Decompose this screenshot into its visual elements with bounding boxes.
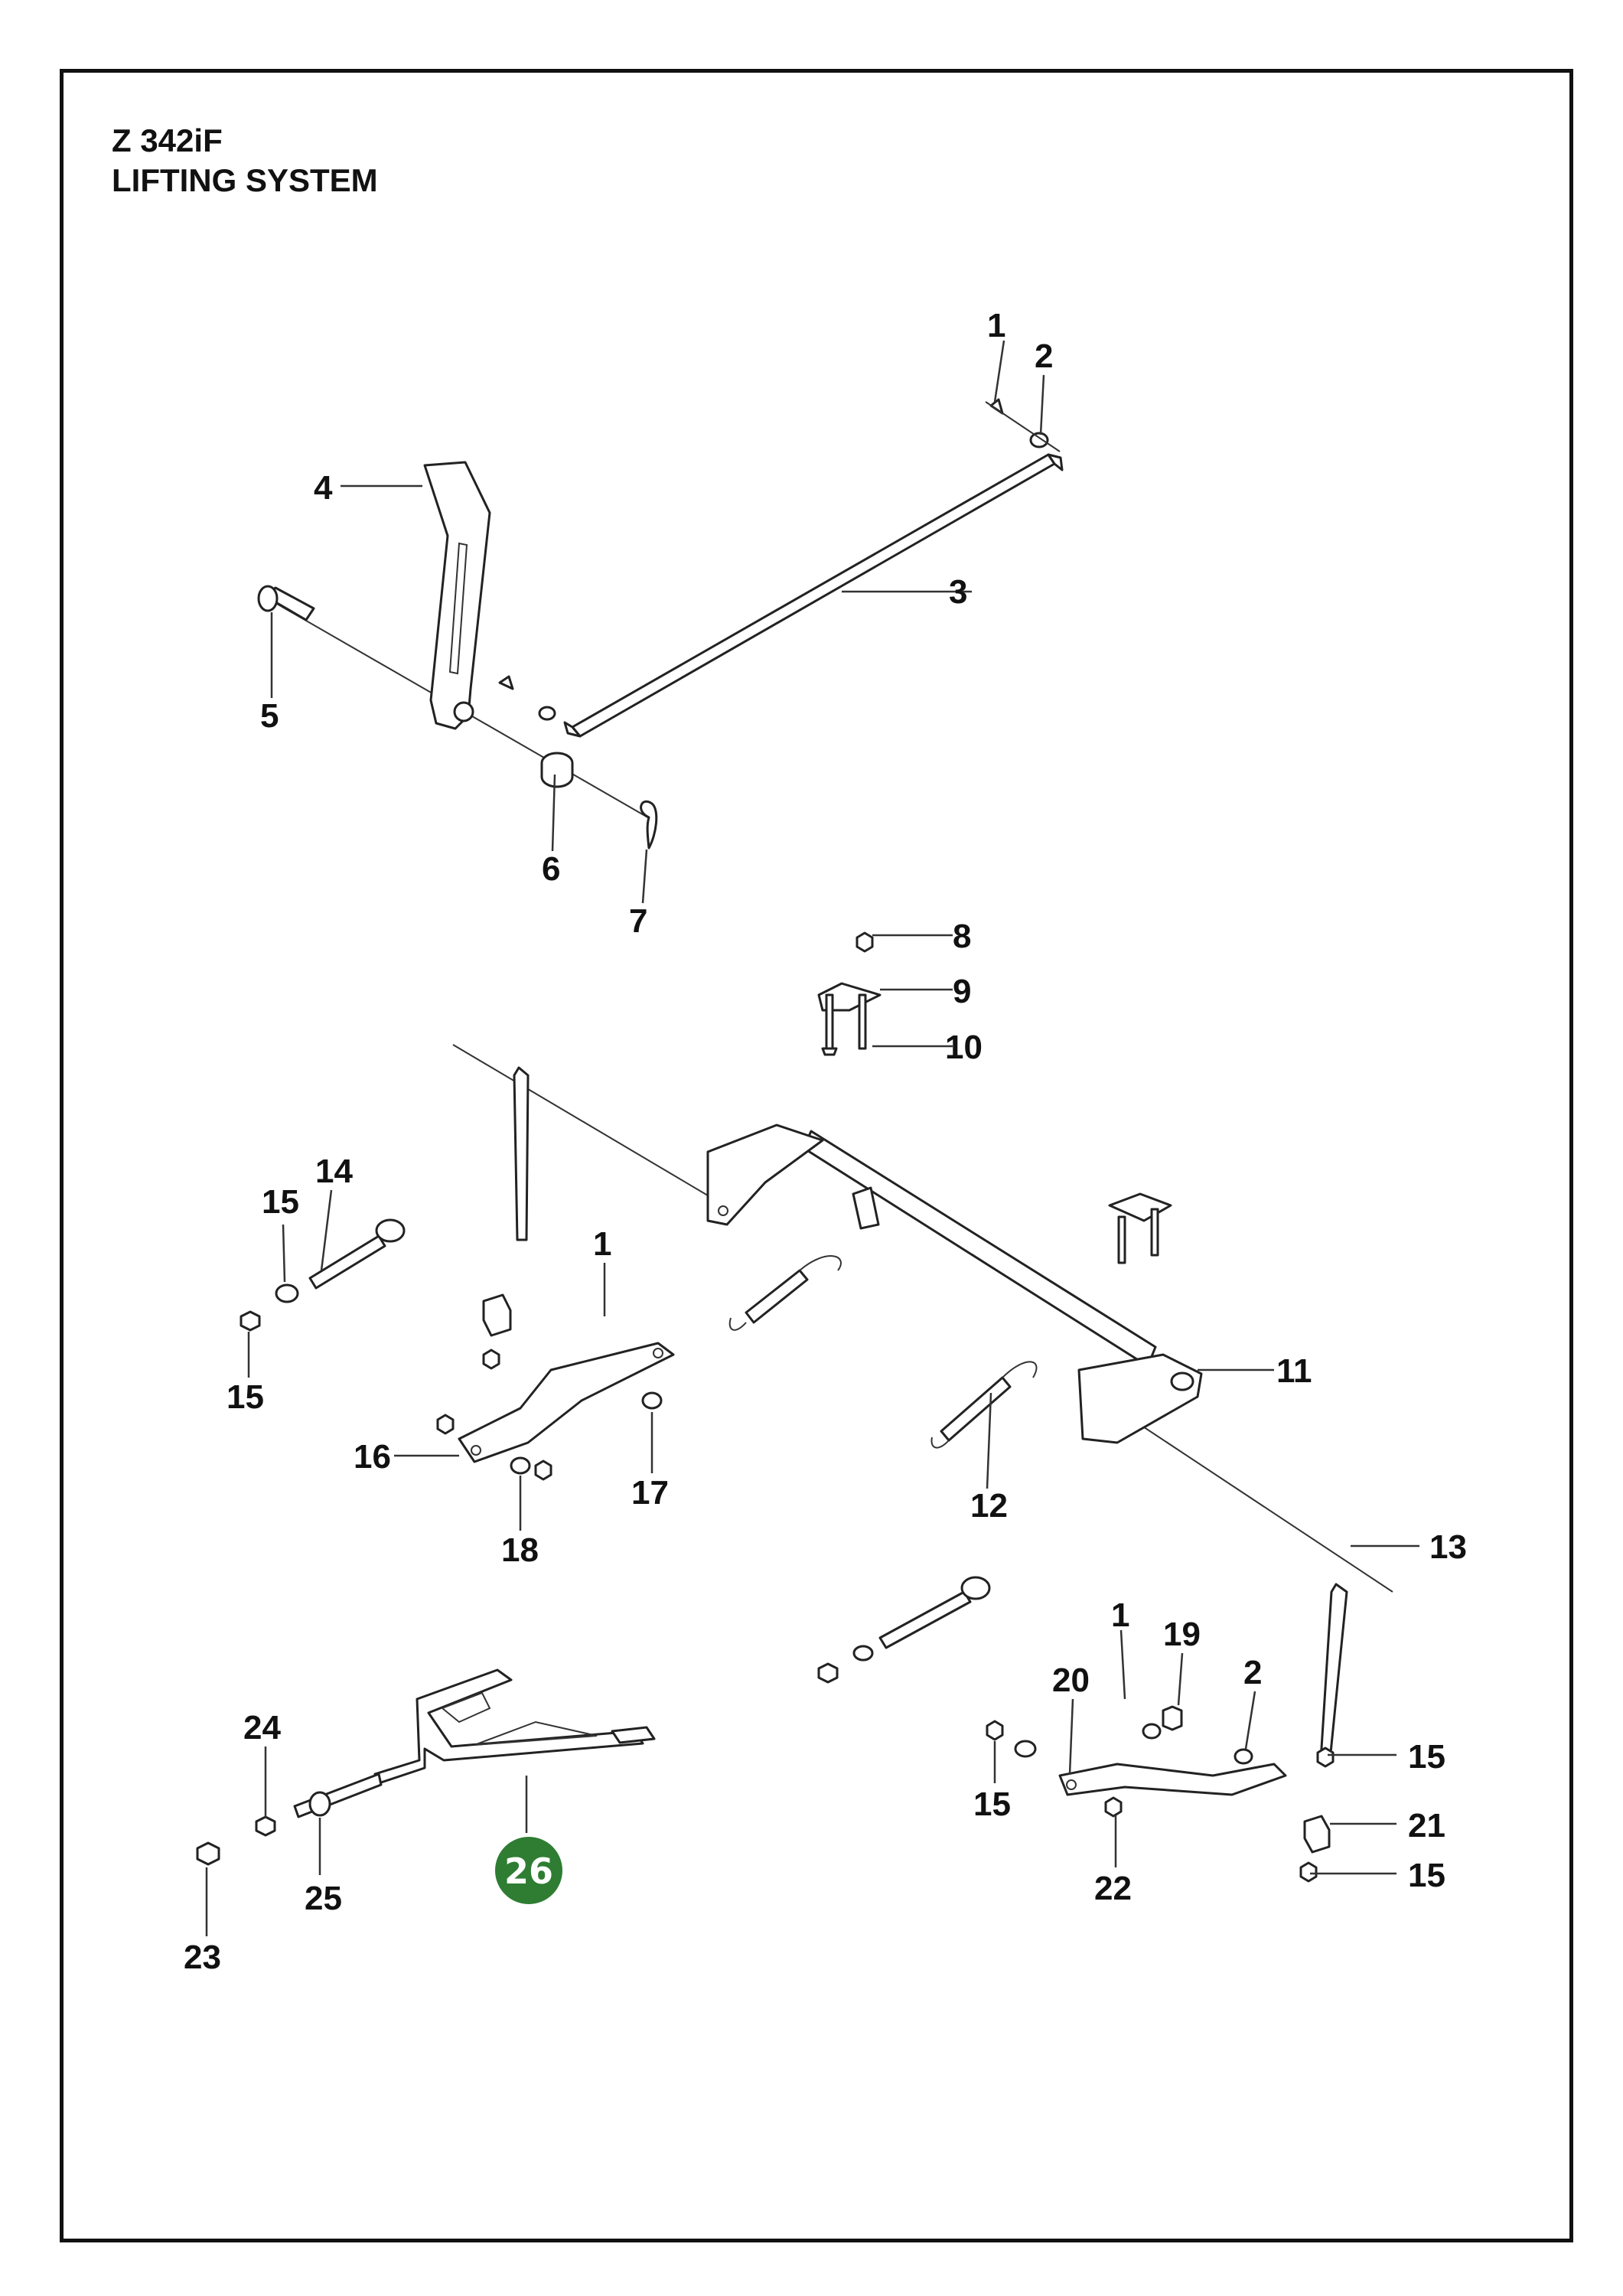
eye-bolt-center: [878, 1590, 972, 1649]
lift-rod: [571, 453, 1056, 738]
model-title: Z 342iF: [112, 122, 223, 158]
highlight-badge-label: 26: [504, 1851, 553, 1892]
callout-13: 13: [1429, 1528, 1467, 1566]
callout-21: 21: [1408, 1807, 1445, 1844]
callout-15: 15: [973, 1786, 1011, 1823]
link-arm-right: [1058, 1763, 1287, 1796]
eye-bolt-left: [308, 1234, 386, 1290]
washer-25: [308, 1791, 331, 1817]
callout-24: 24: [243, 1709, 281, 1746]
deck-lift-handle: [373, 1668, 644, 1785]
callout-9: 9: [953, 973, 971, 1010]
callout-6: 6: [542, 850, 560, 888]
callout-16: 16: [354, 1438, 391, 1476]
callout-22: 22: [1094, 1870, 1132, 1907]
callout-15: 15: [262, 1183, 299, 1221]
callout-14: 14: [315, 1153, 353, 1190]
nut-23: [196, 1841, 220, 1866]
callout-1: 1: [593, 1225, 611, 1263]
j-rod-right: [1319, 1583, 1348, 1762]
callout-15: 15: [1408, 1738, 1445, 1776]
callout-25: 25: [305, 1880, 342, 1917]
callout-15: 15: [1408, 1857, 1445, 1894]
callout-5: 5: [260, 697, 279, 735]
callout-2: 2: [1243, 1654, 1262, 1691]
washer-17: [641, 1391, 663, 1410]
highlight-badge: [495, 1837, 562, 1904]
link-arm-left: [458, 1342, 675, 1463]
callout-18: 18: [501, 1531, 539, 1569]
lift-pedal: [423, 461, 491, 730]
callout-11: 11: [1276, 1352, 1312, 1390]
hairpin-clip: [640, 800, 658, 850]
callout-1: 1: [1111, 1596, 1129, 1634]
callout-23: 23: [184, 1939, 221, 1976]
callout-4: 4: [314, 469, 333, 507]
callout-10: 10: [945, 1029, 983, 1066]
lift-shaft: [802, 1130, 1157, 1368]
callout-2: 2: [1035, 338, 1053, 375]
section-title: LIFTING SYSTEM: [112, 162, 378, 198]
callout-3: 3: [949, 573, 967, 611]
callout-19: 19: [1163, 1616, 1201, 1653]
nut-24: [255, 1815, 276, 1837]
washer-top: [1029, 432, 1049, 448]
callout-7: 7: [629, 902, 647, 940]
spring-lower: [940, 1376, 1012, 1442]
callout-15: 15: [227, 1378, 264, 1416]
lift-arm-plate-right: [1077, 1353, 1203, 1444]
washer-18: [510, 1456, 531, 1475]
callout-1: 1: [987, 307, 1005, 344]
j-rod-left: [513, 1066, 530, 1241]
callout-8: 8: [953, 918, 971, 955]
callout-12: 12: [970, 1487, 1008, 1525]
callout-17: 17: [631, 1474, 669, 1512]
spring-upper: [745, 1269, 809, 1324]
callout-20: 20: [1052, 1662, 1090, 1699]
drawing-frame: [60, 69, 1573, 2242]
lift-arm-plate-left: [706, 1124, 824, 1226]
highlight-callout-26[interactable]: 26: [495, 1837, 562, 1904]
